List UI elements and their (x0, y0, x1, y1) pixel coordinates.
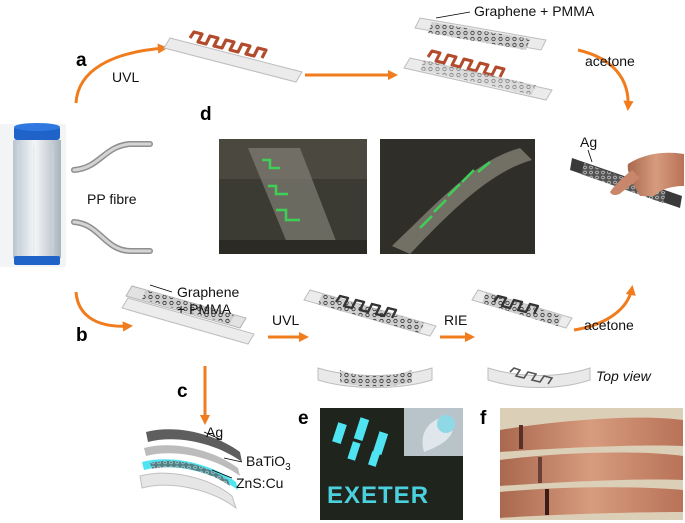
b-strip-graphene (121, 285, 255, 345)
photo-d-left (219, 139, 367, 254)
c-layer-stack (139, 429, 242, 510)
panel-label-a: a (76, 50, 87, 71)
step-rie: RIE (444, 312, 467, 328)
step-acetone-bottom: acetone (584, 317, 634, 333)
photo-d-right (380, 139, 535, 254)
b-strip-rie (471, 289, 591, 388)
label-zns: ZnS:Cu (236, 475, 283, 491)
photo-e: EXETER (320, 408, 463, 520)
panel-label-e: e (298, 408, 309, 429)
arrow-spool-to-a (74, 43, 169, 104)
label-ag-top: Ag (580, 134, 597, 150)
arrow-acetone-bottom (573, 284, 636, 332)
exeter-glow-text: EXETER (327, 482, 429, 509)
pp-fibre-label: PP fibre (87, 191, 137, 207)
panel-label-d: d (200, 104, 212, 125)
label-ag-stack: Ag (206, 424, 223, 440)
label-batio: BaTiO3 (246, 453, 291, 473)
step-acetone-top: acetone (585, 53, 635, 69)
step-uvl-top: UVL (112, 69, 139, 85)
panel-label-c: c (177, 381, 188, 402)
a-strip-graphene (403, 17, 553, 101)
arrow-acetone-top (577, 48, 634, 112)
label-graphene-line1: Graphene (177, 284, 239, 300)
label-graphene-pmma-top: Graphene + PMMA (474, 3, 595, 19)
panel-label-b: b (76, 325, 88, 346)
fibre-spool (0, 123, 66, 267)
touch-sensor-device (570, 152, 684, 208)
label-top-view: Top view (596, 368, 652, 384)
a-strip-heater (163, 30, 303, 83)
b-strip-uvl (303, 289, 437, 388)
label-graphene-line2: + PMMA (177, 301, 232, 317)
step-uvl-bottom: UVL (272, 312, 299, 328)
panel-label-f: f (480, 408, 487, 429)
flow-arrows (74, 43, 636, 426)
arrow-spool-to-b (74, 291, 134, 332)
photo-f (500, 408, 683, 520)
